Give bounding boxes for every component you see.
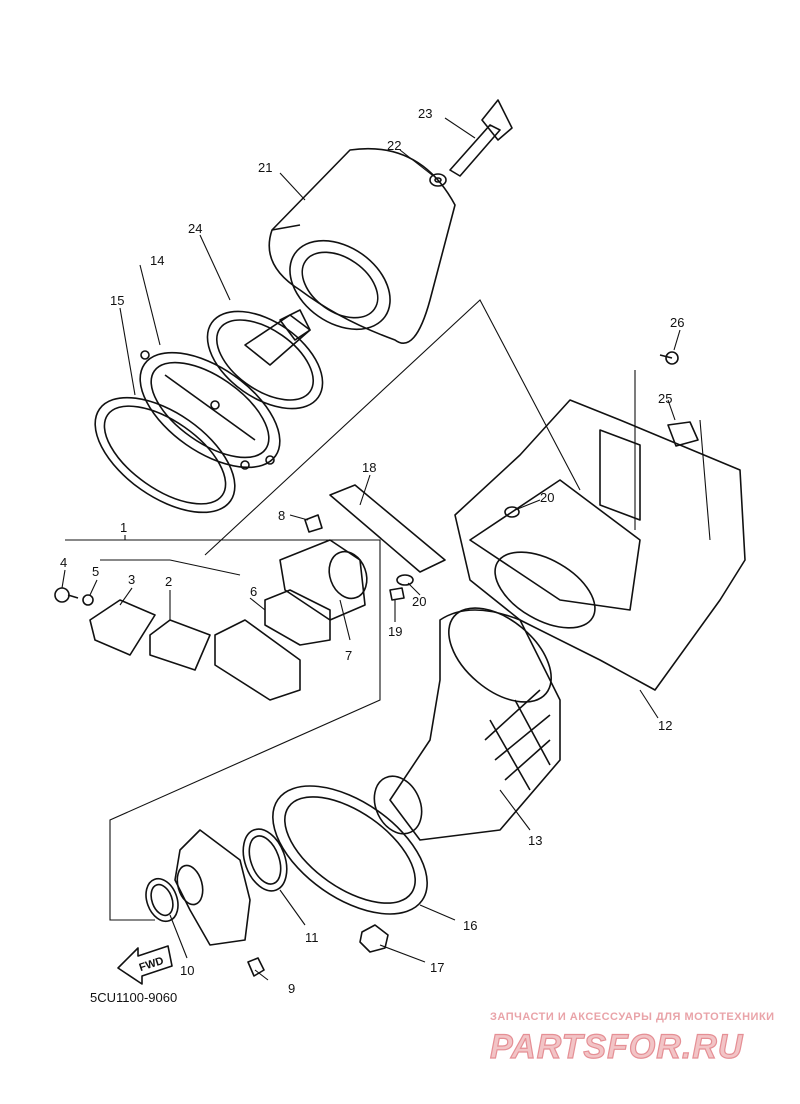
washer-5	[82, 594, 94, 606]
callout-25: 25	[658, 391, 672, 406]
strip-plate	[329, 484, 446, 573]
nut-17	[359, 924, 389, 953]
callout-22: 22	[387, 138, 401, 153]
callout-12: 12	[658, 718, 672, 733]
callout-7: 7	[345, 648, 352, 663]
washer-20b	[396, 574, 414, 586]
grommet-19	[389, 587, 405, 601]
element-holder	[206, 309, 324, 410]
duct-gasket	[272, 785, 428, 915]
case-bolt	[659, 351, 679, 365]
watermark-tagline: ЗАПЧАСТИ И АКСЕССУАРЫ ДЛЯ МОТОТЕХНИКИ	[490, 1011, 775, 1023]
callout-14: 14	[150, 253, 164, 268]
watermark-logo: PARTSFOR.RU	[490, 1028, 744, 1066]
callout-6: 6	[250, 584, 257, 599]
reed-valve-assembly	[214, 589, 331, 701]
callout-10: 10	[180, 963, 194, 978]
clip	[667, 421, 699, 447]
watermark: ЗАПЧАСТИ И АКСЕССУАРЫ ДЛЯ МОТОТЕХНИКИ PA…	[489, 1011, 775, 1067]
plate	[139, 350, 281, 470]
callout-leaders	[61, 117, 681, 981]
reed-stopper	[89, 599, 156, 656]
intake-duct	[373, 607, 561, 841]
callout-18: 18	[362, 460, 376, 475]
callout-19: 19	[388, 624, 402, 639]
callout-5: 5	[92, 564, 99, 579]
callout-24: 24	[188, 221, 202, 236]
air-filter-element	[268, 147, 456, 344]
callout-20b: 20	[412, 594, 426, 609]
callout-4: 4	[60, 555, 67, 570]
wing-bolt	[449, 99, 513, 177]
callout-21: 21	[258, 160, 272, 175]
gasket	[94, 396, 236, 514]
callout-23: 23	[418, 106, 432, 121]
carburetor-joint	[279, 539, 368, 621]
callout-8: 8	[278, 508, 285, 523]
screw-4	[54, 587, 79, 603]
reed-petal	[149, 619, 211, 671]
callout-17: 17	[430, 960, 444, 975]
diagram-code: 5CU1100-9060	[90, 990, 177, 1005]
washer-20a	[504, 506, 520, 518]
washer	[429, 173, 447, 187]
callout-1: 1	[120, 520, 127, 535]
callout-3: 3	[128, 572, 135, 587]
callout-16: 16	[463, 918, 477, 933]
clip-9	[247, 957, 265, 977]
callout-20a: 20	[540, 490, 554, 505]
fwd-label: FWD	[138, 955, 166, 974]
callout-26: 26	[670, 315, 684, 330]
bolt-8	[304, 514, 323, 533]
callout-15: 15	[110, 293, 124, 308]
hose-clamp-10	[145, 877, 179, 923]
callout-11: 11	[305, 930, 319, 945]
hose-clamp-11	[242, 828, 288, 892]
air-filter-case	[454, 399, 746, 691]
callout-numbers: 1 2 3 4 5 6 7 8 9 10 11 12 13 14 15 16 1…	[60, 106, 684, 996]
callout-9: 9	[288, 981, 295, 996]
forward-arrow: FWD	[117, 945, 173, 985]
callout-13: 13	[528, 833, 542, 848]
carburetor	[174, 829, 251, 946]
callout-2: 2	[165, 574, 172, 589]
